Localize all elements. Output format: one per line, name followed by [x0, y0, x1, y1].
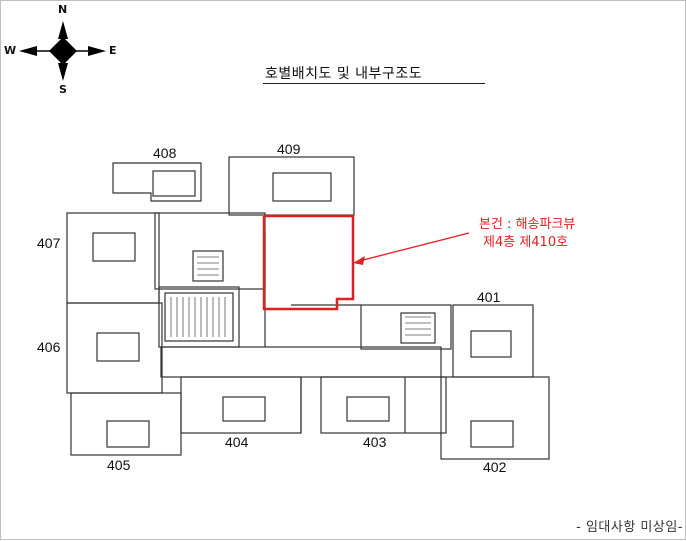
- compass-south-label: S: [59, 83, 67, 96]
- lease-note-footer: - 임대사항 미상임-: [576, 520, 683, 535]
- unit-label-406: 406: [37, 339, 61, 355]
- unit-label-401: 401: [477, 289, 501, 305]
- unit-label-402: 402: [483, 459, 507, 475]
- unit-label-405: 405: [107, 457, 131, 473]
- compass-west-label: W: [4, 44, 17, 57]
- subject-unit-highlight: [262, 214, 355, 311]
- unit-label-409: 409: [277, 141, 301, 157]
- unit-label-407: 407: [37, 235, 61, 251]
- page-title: 호별배치도 및 내부구조도: [265, 66, 423, 82]
- title-underline: [263, 83, 485, 84]
- subject-annotation-line1: 본건 : 해송파크뷰: [479, 217, 576, 232]
- annotation-arrow-icon: [353, 232, 470, 265]
- unit-label-403: 403: [363, 434, 387, 450]
- stair-hatching: [170, 256, 431, 337]
- subject-annotation-line2: 제4층 제410호: [483, 235, 569, 250]
- compass-rose-icon: [19, 21, 106, 81]
- unit-label-408: 408: [153, 145, 177, 161]
- compass-east-label: E: [109, 44, 117, 57]
- compass-north-label: N: [58, 3, 68, 16]
- unit-label-404: 404: [225, 434, 249, 450]
